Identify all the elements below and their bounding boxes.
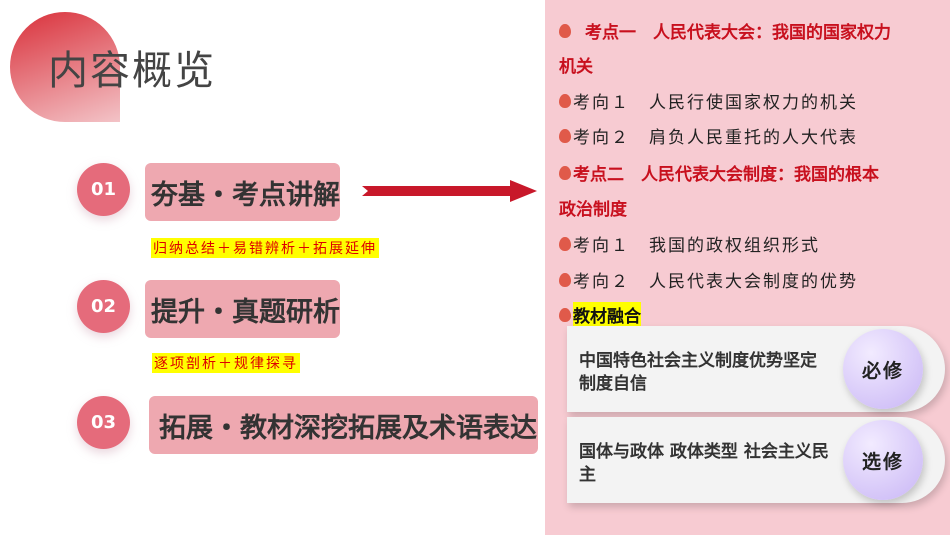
arrow-right-icon bbox=[362, 180, 537, 202]
outline-direction-1-1[interactable]: 考向１ 人民行使国家权力的机关 bbox=[559, 88, 858, 113]
section-03-button[interactable]: 拓展・教材深挖拓展及术语表达 bbox=[149, 396, 538, 454]
section-number-01: 01 bbox=[77, 163, 130, 216]
section-number-03: 03 bbox=[77, 396, 130, 449]
outline-panel: 考点一 人民代表大会：我国的国家权力 机关 考向１ 人民行使国家权力的机关 考向… bbox=[545, 0, 950, 535]
outline-point-2[interactable]: 考点二 人民代表大会制度：我国的根本 bbox=[559, 160, 879, 185]
section-01-subtitle: 归纳总结＋易错辨析＋拓展延伸 bbox=[151, 238, 379, 258]
drop-bullet-icon bbox=[559, 128, 571, 143]
drop-bullet-icon bbox=[559, 272, 571, 287]
drop-bullet-icon bbox=[559, 23, 571, 38]
outline-direction-2-2[interactable]: 考向２ 人民代表大会制度的优势 bbox=[559, 267, 858, 292]
elective-badge: 选修 bbox=[843, 420, 923, 500]
drop-bullet-icon bbox=[559, 236, 571, 251]
textbook-card-elective[interactable]: 国体与政体 政体类型 社会主义民主 选修 bbox=[567, 417, 945, 503]
section-01-button[interactable]: 夯基・考点讲解 bbox=[145, 163, 340, 221]
outline-point-2-cont: 政治制度 bbox=[559, 200, 627, 220]
drop-bullet-icon bbox=[559, 93, 571, 108]
drop-bullet-icon bbox=[559, 165, 571, 180]
required-badge: 必修 bbox=[843, 329, 923, 409]
section-02-button[interactable]: 提升・真题研析 bbox=[145, 280, 340, 338]
outline-direction-1-2[interactable]: 考向２ 肩负人民重托的人大代表 bbox=[559, 123, 858, 148]
drop-bullet-icon bbox=[559, 307, 571, 322]
page-title: 内容概览 bbox=[48, 48, 216, 94]
card-text: 国体与政体 政体类型 社会主义民主 bbox=[579, 442, 829, 485]
decorative-blob bbox=[10, 12, 120, 122]
card-text: 中国特色社会主义制度优势坚定制度自信 bbox=[579, 351, 817, 394]
outline-point-1[interactable]: 考点一 人民代表大会：我国的国家权力 bbox=[559, 18, 891, 43]
outline-textbook[interactable]: 教材融合 bbox=[559, 302, 641, 327]
section-number-02: 02 bbox=[77, 280, 130, 333]
outline-direction-2-1[interactable]: 考向１ 我国的政权组织形式 bbox=[559, 231, 820, 256]
textbook-card-required[interactable]: 中国特色社会主义制度优势坚定制度自信 必修 bbox=[567, 326, 945, 412]
outline-point-1-cont: 机关 bbox=[559, 57, 593, 77]
section-02-subtitle: 逐项剖析＋规律探寻 bbox=[152, 353, 300, 373]
